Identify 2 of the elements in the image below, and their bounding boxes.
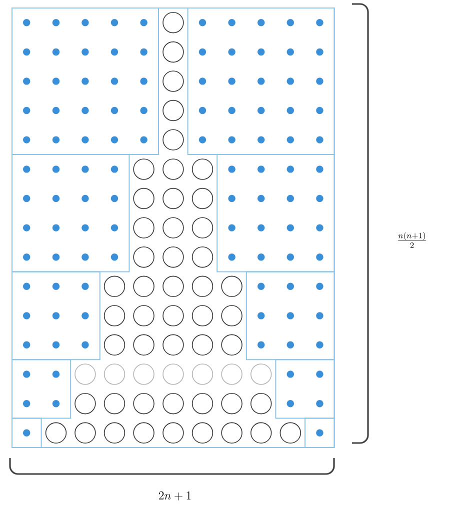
dimension-label: $2n + 1$ [158, 491, 191, 500]
dimension-label: $\frac{n(n + 1)}{2}$ [398, 232, 426, 248]
